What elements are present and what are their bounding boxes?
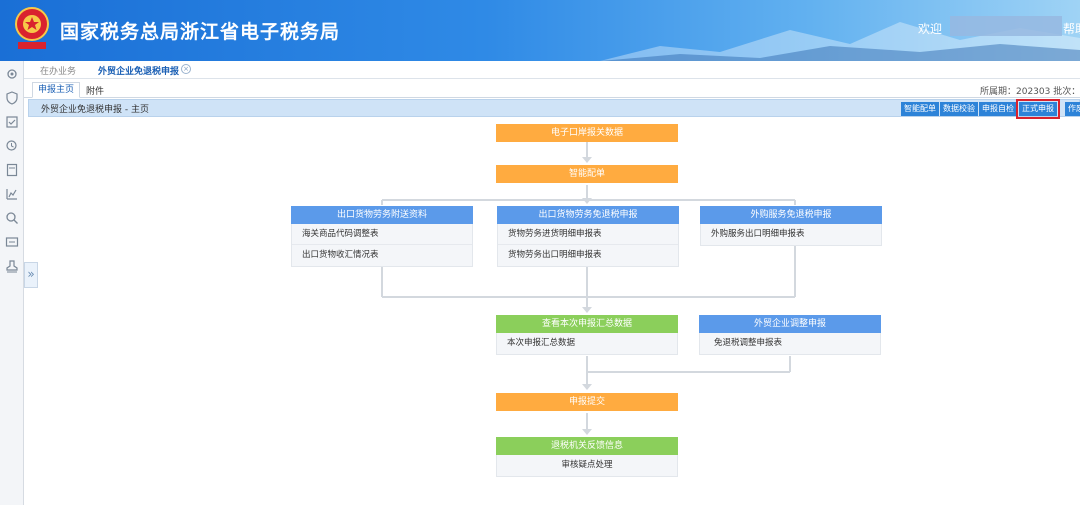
help-link[interactable]: 帮助 [1063,22,1080,36]
user-name-redacted [950,16,1062,36]
list-item[interactable]: 海关商品代码调整表 [292,224,472,245]
node-title: 退税机关反馈信息 [496,437,678,455]
sidebar-expand-icon[interactable]: » [24,262,38,288]
void-button[interactable]: 作废 [1065,102,1080,116]
top-tab-bar: 在办业务 外贸企业免退税申报 × [24,61,1080,79]
node-title: 出口货物劳务附送资料 [291,206,473,224]
node-submit[interactable]: 申报提交 [496,393,678,411]
page-title-bar: 外贸企业免退税申报 - 主页 智能配单 数据校验 申报自检 正式申报 作废 [28,99,1080,119]
list-item[interactable]: 外购服务出口明细申报表 [711,229,805,239]
calculator-icon[interactable] [5,163,19,177]
mountain-decoration [600,22,1080,61]
list-item[interactable]: 本次申报汇总数据 [507,338,576,348]
smart-match-button[interactable]: 智能配单 [901,102,939,116]
list-item[interactable]: 出口货物收汇情况表 [302,250,379,260]
node-title: 智能配单 [496,165,678,183]
self-check-button[interactable]: 申报自检 [979,102,1017,116]
stamp-icon[interactable] [5,259,19,273]
subtab-home[interactable]: 申报主页 [32,82,81,98]
page-title: 外贸企业免退税申报 - 主页 [41,105,149,115]
tax-emblem-icon [15,7,49,49]
node-title: 申报提交 [496,393,678,411]
node-title: 查看本次申报汇总数据 [496,315,678,333]
node-feedback: 退税机关反馈信息 审核疑点处理 [496,437,678,477]
node-adjust-declare: 外贸企业调整申报 免退税调整申报表 [699,315,881,355]
node-title: 出口货物劳务免退税申报 [497,206,679,224]
data-check-button[interactable]: 数据校验 [940,102,978,116]
tab-todo[interactable]: 在办业务 [40,67,77,77]
node-summary-data: 查看本次申报汇总数据 本次申报汇总数据 [496,315,678,355]
node-smart-match[interactable]: 智能配单 [496,165,678,183]
list-item[interactable]: 审核疑点处理 [561,460,613,470]
subtab-attachment[interactable]: 附件 [86,87,105,97]
welcome-text: 欢迎 [918,22,943,36]
period-batch-info: 所属期：202303 批次：003 [980,87,1080,97]
formal-declare-button[interactable]: 正式申报 [1016,99,1060,119]
clock-search-icon[interactable] [5,139,19,153]
search-icon[interactable] [5,211,19,225]
list-item[interactable]: 货物劳务出口明细申报表 [508,250,602,260]
checkbox-icon[interactable] [5,115,19,129]
list-item[interactable]: 货物劳务进货明细申报表 [498,224,678,245]
left-sidebar [0,61,24,505]
close-icon[interactable]: × [181,64,191,74]
node-export-refund-declare: 出口货物劳务免退税申报 货物劳务进货明细申报表 货物劳务出口明细申报表 [497,206,679,267]
chart-icon[interactable] [5,187,19,201]
tab-export-refund[interactable]: 外贸企业免退税申报 [98,67,180,77]
app-header: 国家税务总局浙江省电子税务局 欢迎 帮助 [0,0,1080,61]
sub-tab-bar: 申报主页 附件 所属期：202303 批次：003 [24,82,1080,98]
node-attached-materials: 出口货物劳务附送资料 海关商品代码调整表 出口货物收汇情况表 [291,206,473,267]
node-customs-data[interactable]: 电子口岸报关数据 [496,124,678,142]
card-icon[interactable] [5,235,19,249]
node-purchased-service: 外购服务免退税申报 外购服务出口明细申报表 [700,206,882,246]
node-title: 外贸企业调整申报 [699,315,881,333]
app-title: 国家税务总局浙江省电子税务局 [60,21,341,43]
node-title: 电子口岸报关数据 [496,124,678,142]
gear-icon[interactable] [5,67,19,81]
node-title: 外购服务免退税申报 [700,206,882,224]
list-item[interactable]: 免退税调整申报表 [714,338,783,348]
shield-icon[interactable] [5,91,19,105]
